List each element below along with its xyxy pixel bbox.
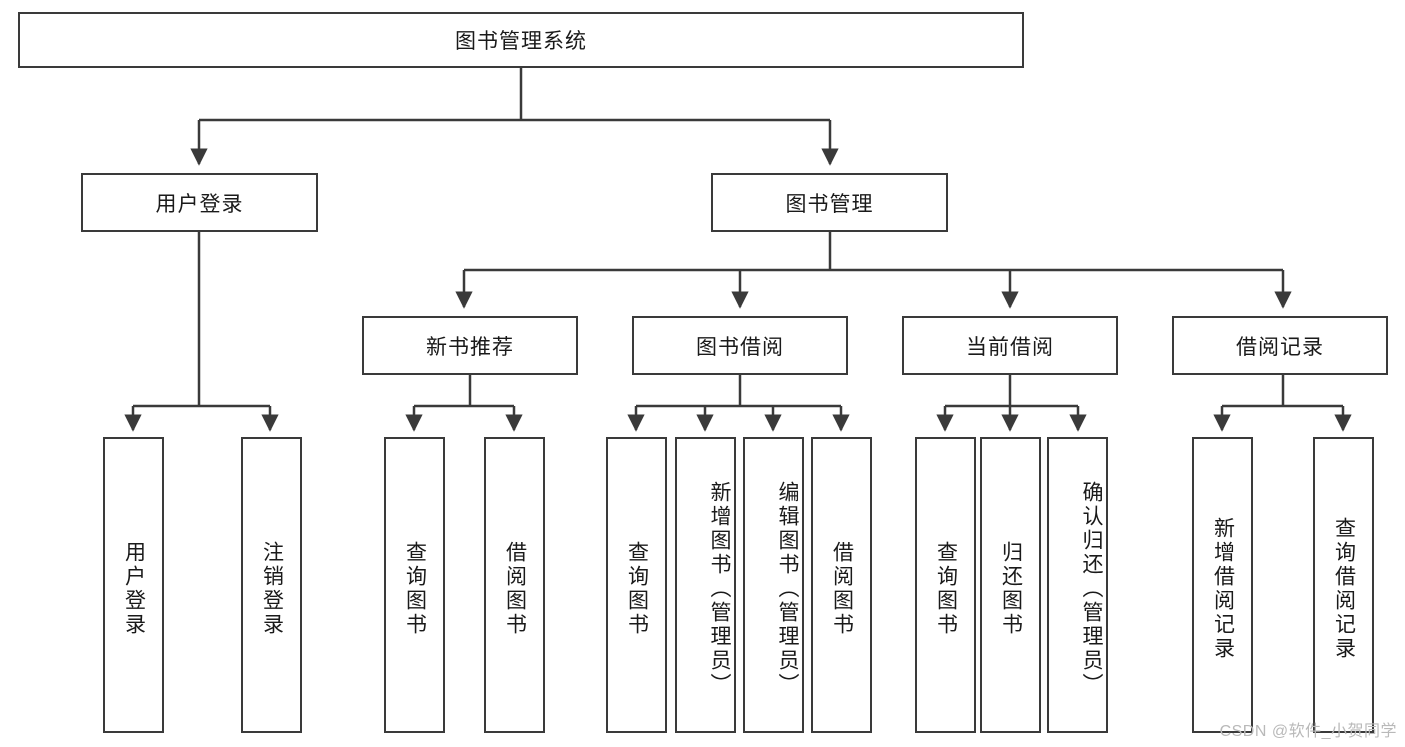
- node-label: 用户登录: [155, 192, 244, 216]
- node-leaf-record-add-record[interactable]: 新增借阅记录: [1192, 437, 1253, 733]
- node-label: 查询图书: [934, 541, 958, 637]
- node-label: 归还图书: [999, 541, 1023, 637]
- node-label: 用户登录: [122, 541, 146, 637]
- node-leaf-current-query-books[interactable]: 查询图书: [915, 437, 976, 733]
- node-label: 图书管理: [785, 192, 874, 216]
- node-borrowing-record[interactable]: 借阅记录: [1172, 316, 1388, 375]
- node-label: 新书推荐: [426, 335, 514, 359]
- node-leaf-recommend-query-books[interactable]: 查询图书: [384, 437, 445, 733]
- node-leaf-recommend-borrow-books[interactable]: 借阅图书: [484, 437, 545, 733]
- node-label: 新增图书（管理员）: [708, 481, 731, 697]
- node-root-book-management-system[interactable]: 图书管理系统: [18, 12, 1024, 68]
- node-new-book-recommendation[interactable]: 新书推荐: [362, 316, 578, 375]
- node-label: 查询借阅记录: [1332, 517, 1356, 661]
- node-book-borrowing[interactable]: 图书借阅: [632, 316, 848, 375]
- node-label: 注销登录: [260, 541, 284, 637]
- node-label: 当前借阅: [966, 335, 1054, 359]
- node-label: 新增借阅记录: [1211, 517, 1235, 661]
- node-label: 借阅记录: [1236, 335, 1324, 359]
- node-leaf-current-return-books[interactable]: 归还图书: [980, 437, 1041, 733]
- node-leaf-borrow-borrow-books[interactable]: 借阅图书: [811, 437, 872, 733]
- node-label: 查询图书: [403, 541, 427, 637]
- node-leaf-borrow-edit-book-admin[interactable]: 编辑图书（管理员）: [743, 437, 804, 733]
- node-label: 借阅图书: [830, 541, 854, 637]
- node-leaf-record-query-record[interactable]: 查询借阅记录: [1313, 437, 1374, 733]
- node-label: 编辑图书（管理员）: [776, 481, 799, 697]
- node-label: 图书借阅: [696, 335, 784, 359]
- node-leaf-current-confirm-return-admin[interactable]: 确认归还（管理员）: [1047, 437, 1108, 733]
- node-leaf-borrow-query-books[interactable]: 查询图书: [606, 437, 667, 733]
- node-label: 确认归还（管理员）: [1080, 481, 1103, 697]
- node-leaf-borrow-add-book-admin[interactable]: 新增图书（管理员）: [675, 437, 736, 733]
- node-label: 图书管理系统: [455, 30, 587, 53]
- node-current-borrowing[interactable]: 当前借阅: [902, 316, 1118, 375]
- node-label: 借阅图书: [503, 541, 527, 637]
- node-leaf-user-login-login[interactable]: 用户登录: [103, 437, 164, 733]
- node-leaf-user-login-logout[interactable]: 注销登录: [241, 437, 302, 733]
- node-label: 查询图书: [625, 541, 649, 637]
- node-book-management[interactable]: 图书管理: [711, 173, 948, 232]
- node-user-login[interactable]: 用户登录: [81, 173, 318, 232]
